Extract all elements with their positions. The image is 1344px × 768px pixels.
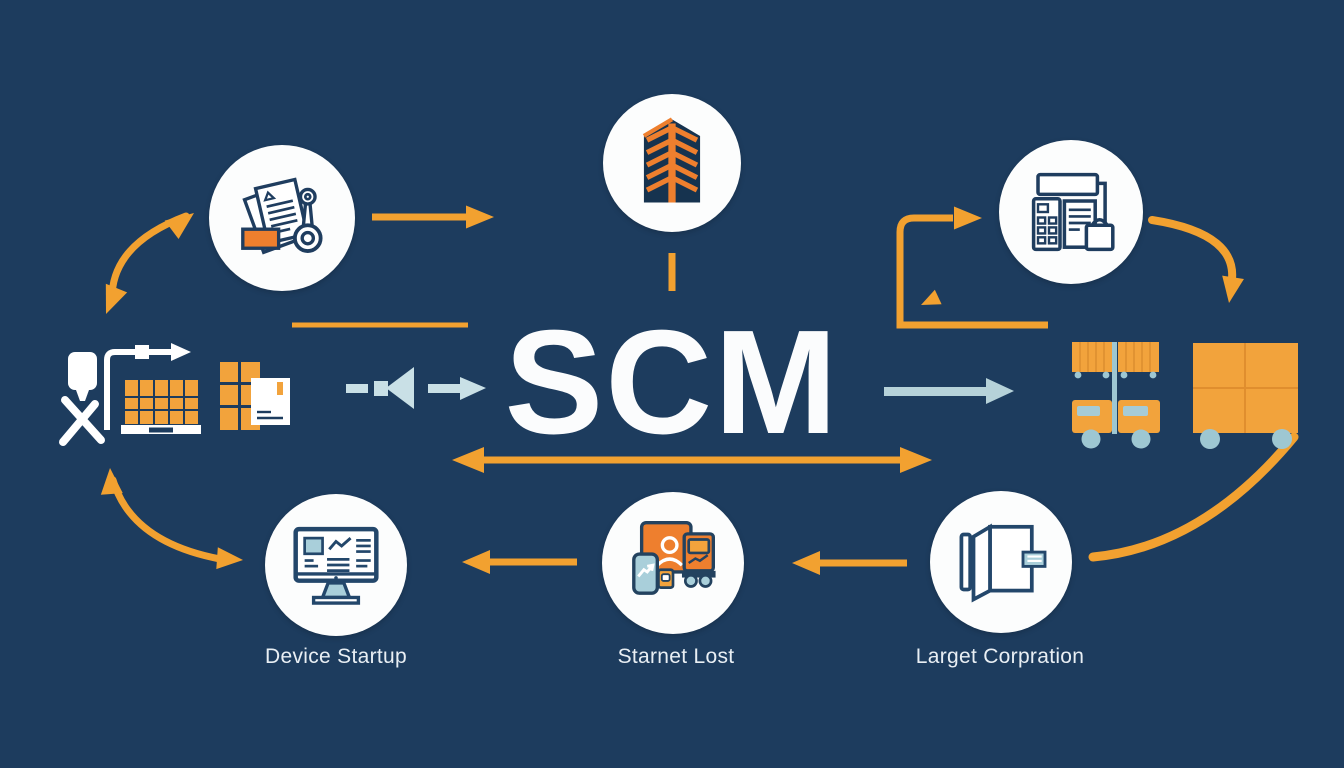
- curve-container-to-book: [1088, 432, 1299, 562]
- node-invoice: [999, 140, 1143, 284]
- caption-starnet-lost: Starnet Lost: [617, 645, 735, 668]
- delivery-truck-icon: [632, 521, 716, 595]
- node-procurement: [209, 145, 355, 291]
- loading-crane-icon: [59, 343, 191, 446]
- cargo-container-icon: [1193, 343, 1298, 449]
- document-search-icon: [241, 177, 323, 255]
- caption-larget-corpration: Larget Corpration: [915, 645, 1085, 668]
- center-title: SCM: [504, 300, 840, 465]
- calculator-receipt-icon: [1031, 172, 1115, 252]
- freight-vans-icon: [1072, 342, 1160, 449]
- node-larget: [930, 491, 1072, 633]
- arrow-curve-bottomleft: [109, 476, 224, 563]
- arrow-bent-to-invoice: [896, 214, 1048, 329]
- pallet-boxes-icon: [121, 380, 201, 434]
- relay-arrow-right: [884, 378, 1014, 404]
- node-starnet: [602, 492, 744, 634]
- dashboard-monitor-icon: [293, 526, 379, 605]
- node-device: [265, 494, 407, 636]
- warehouse-left-cluster: [59, 343, 290, 446]
- node-corporate-building: [603, 94, 741, 232]
- catalog-book-icon: [959, 523, 1047, 603]
- relay-arrows-left: [346, 367, 486, 409]
- corporate-building-icon: [642, 117, 701, 203]
- caption-device-startup: Device Startup: [265, 645, 407, 668]
- freight-right-cluster: [1072, 342, 1298, 449]
- arrow-curve-right-down: [1148, 216, 1237, 290]
- box-stack-icon: [220, 362, 290, 430]
- arrowheads: [100, 205, 1244, 575]
